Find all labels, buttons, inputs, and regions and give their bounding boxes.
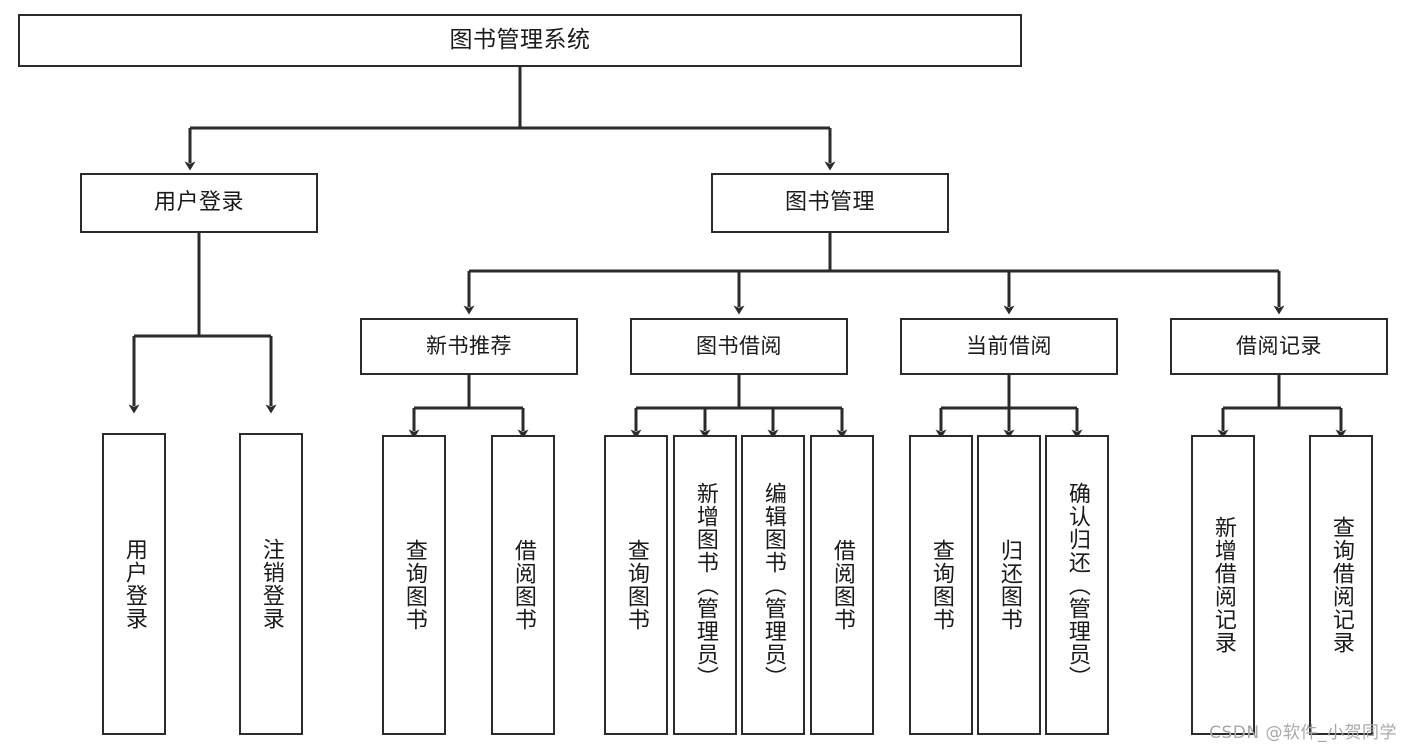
node-label: 查询图书 — [401, 539, 427, 631]
node-label: 用户登录 — [121, 538, 147, 630]
leaf-add-book-admin[interactable]: 新增图书（管理员） — [673, 435, 737, 735]
node-user-login[interactable]: 用户登录 — [80, 173, 318, 233]
node-label: 编辑图书（管理员） — [760, 481, 786, 689]
node-book-borrow[interactable]: 图书借阅 — [630, 318, 848, 375]
node-label: 查询借阅记录 — [1328, 516, 1354, 654]
leaf-add-borrow-record[interactable]: 新增借阅记录 — [1191, 435, 1255, 735]
node-label: 用户登录 — [153, 190, 244, 216]
node-book-management[interactable]: 图书管理 — [711, 173, 949, 233]
leaf-query-book-recommend[interactable]: 查询图书 — [382, 435, 446, 735]
leaf-borrow-book-recommend[interactable]: 借阅图书 — [491, 435, 555, 735]
leaf-user-login[interactable]: 用户登录 — [102, 433, 166, 735]
node-label: 借阅图书 — [829, 539, 855, 631]
node-label: 新增图书（管理员） — [692, 481, 718, 689]
node-current-borrow[interactable]: 当前借阅 — [900, 318, 1118, 375]
node-label: 当前借阅 — [966, 334, 1052, 359]
node-label: 借阅记录 — [1236, 334, 1322, 359]
node-label: 新增借阅记录 — [1210, 516, 1236, 654]
node-label: 借阅图书 — [510, 539, 536, 631]
leaf-edit-book-admin[interactable]: 编辑图书（管理员） — [741, 435, 805, 735]
node-label: 确认归还（管理员） — [1064, 481, 1090, 689]
leaf-query-book-borrow[interactable]: 查询图书 — [604, 435, 668, 735]
node-label: 图书管理 — [784, 190, 875, 216]
leaf-return-book[interactable]: 归还图书 — [977, 435, 1041, 735]
node-borrow-record[interactable]: 借阅记录 — [1170, 318, 1388, 375]
node-label: 注销登录 — [258, 538, 284, 630]
node-root-system[interactable]: 图书管理系统 — [18, 14, 1022, 67]
node-label: 归还图书 — [996, 539, 1022, 631]
node-label: 新书推荐 — [426, 334, 512, 359]
leaf-query-book-current[interactable]: 查询图书 — [909, 435, 973, 735]
node-label: 查询图书 — [623, 539, 649, 631]
leaf-query-borrow-record[interactable]: 查询借阅记录 — [1309, 435, 1373, 735]
node-label: 图书管理系统 — [449, 27, 591, 54]
node-label: 图书借阅 — [696, 334, 782, 359]
node-new-book-recommend[interactable]: 新书推荐 — [360, 318, 578, 375]
watermark-text: CSDN @软件_小贺同学 — [1209, 723, 1397, 743]
leaf-borrow-book[interactable]: 借阅图书 — [810, 435, 874, 735]
leaf-confirm-return-admin[interactable]: 确认归还（管理员） — [1045, 435, 1109, 735]
leaf-logout[interactable]: 注销登录 — [239, 433, 303, 735]
node-label: 查询图书 — [928, 539, 954, 631]
